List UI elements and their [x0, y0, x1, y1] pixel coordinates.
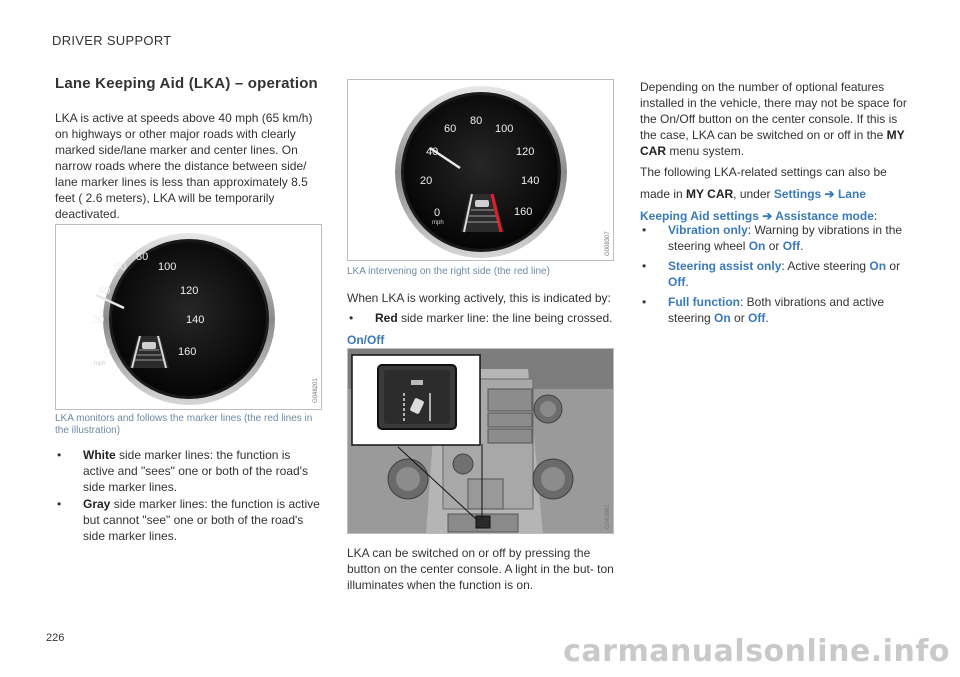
my-car-term: MY CAR — [640, 128, 905, 158]
bullet-full-function: • Full function: Both vibrations and act… — [640, 294, 910, 326]
bullet-term: White — [83, 448, 116, 462]
bullet-dot: • — [57, 448, 62, 462]
bullet-text: side marker lines: the function is activ… — [83, 448, 308, 494]
end-text: . — [685, 275, 689, 289]
figure-center-console: G043861 — [347, 348, 614, 534]
bullet-text: : Active steering — [781, 259, 870, 273]
bullet-text: : Both vibrations and active steering — [668, 295, 885, 325]
speedometer-illustration: 0 20 40 60 80 100 120 140 160 mph — [92, 233, 275, 405]
figure-code: G008307 — [605, 231, 611, 256]
gauge-label: 0 — [104, 346, 110, 358]
running-header: DRIVER SUPPORT — [52, 33, 172, 48]
bullet-red: • Red side marker line: the line being c… — [347, 310, 614, 326]
gauge-label: 40 — [426, 146, 438, 158]
gauge-label: 120 — [516, 146, 534, 158]
gauge-label: 160 — [178, 346, 196, 358]
lane-display — [129, 335, 169, 369]
gauge-label: 120 — [180, 285, 198, 297]
bullet-term: Full function — [668, 295, 740, 309]
bullet-dot: • — [642, 259, 647, 273]
page-number: 226 — [46, 632, 65, 644]
subheading-onoff: On/Off — [347, 333, 385, 347]
on-value: On — [748, 239, 766, 253]
gauge-label: 60 — [444, 123, 456, 135]
gauge-label: 60 — [114, 261, 126, 273]
gauge-label: 140 — [186, 314, 204, 326]
bullet-vibration-only: • Vibration only: Warning by vibrations … — [640, 222, 910, 254]
colon-text: : — [873, 209, 878, 223]
bullet-term: Red — [375, 311, 398, 325]
on-value: On — [869, 259, 887, 273]
off-value: Off — [782, 239, 801, 253]
gauge-label: 100 — [495, 123, 513, 135]
bullet-text: side marker line: the line being crossed… — [397, 311, 613, 325]
section-title: Lane Keeping Aid (LKA) – operation — [55, 75, 318, 92]
gauge-label: 20 — [420, 175, 432, 187]
off-value: Off — [748, 311, 766, 325]
settings-paragraph: The following LKA-related settings can a… — [640, 161, 910, 227]
or-text: or — [886, 259, 901, 273]
bullet-dot: • — [642, 295, 647, 309]
bullet-text: : Warning by vibrations in the steering … — [668, 223, 903, 253]
under-text: , under — [733, 187, 774, 201]
bullet-dot: • — [349, 311, 354, 325]
gauge-label: 0 — [434, 207, 440, 219]
bullet-dot: • — [57, 497, 62, 511]
active-indication-text: When LKA is working actively, this is in… — [347, 291, 611, 305]
menu-system-text: menu system. — [666, 144, 745, 158]
bullet-white: • White side marker lines: the function … — [55, 447, 322, 495]
figure-lka-monitors: 0 20 40 60 80 100 120 140 160 mph — [55, 224, 322, 410]
depending-text: Depending on the number of optional feat… — [640, 80, 907, 142]
figure-lka-intervening: 0 20 40 60 80 100 120 140 160 mph — [347, 79, 614, 261]
bullet-dot: • — [642, 223, 647, 237]
bullet-text: side marker lines: the function is activ… — [83, 497, 320, 543]
gauge-label: 40 — [98, 285, 110, 297]
depending-paragraph: Depending on the number of optional feat… — [640, 79, 910, 159]
figure-code: G043861 — [605, 504, 611, 529]
intro-paragraph: LKA is active at speeds above 40 mph (65… — [55, 111, 313, 221]
bullet-term: Vibration only — [668, 223, 748, 237]
or-text: or — [765, 239, 783, 253]
my-car-term: MY CAR — [686, 187, 734, 201]
end-text: . — [800, 239, 804, 253]
assistance-mode-menu-item: Assistance mode — [775, 209, 874, 223]
settings-menu-item: Settings — [773, 187, 822, 201]
figure-caption: LKA monitors and follows the marker line… — [55, 413, 313, 436]
onoff-paragraph: LKA can be switched on or off by pressin… — [347, 546, 614, 592]
arrow-right-icon: ➔ — [758, 209, 776, 223]
watermark: carmanualsonline.info — [563, 634, 950, 669]
gauge-label: 80 — [470, 115, 482, 127]
or-text: or — [730, 311, 749, 325]
gauge-label: 20 — [92, 314, 104, 326]
end-text: . — [765, 311, 769, 325]
off-value: Off — [668, 275, 686, 289]
bullet-term: Steering assist only — [668, 259, 782, 273]
following-text: The following LKA-related settings can a… — [640, 165, 887, 201]
gauge-label: 100 — [158, 261, 176, 273]
figure-caption: LKA intervening on the right side (the r… — [347, 266, 550, 277]
lane-display — [461, 193, 504, 233]
bullet-gray: • Gray side marker lines: the function i… — [55, 496, 322, 544]
speedometer-illustration: 0 20 40 60 80 100 120 140 160 mph — [395, 86, 567, 258]
gauge-label: 80 — [136, 251, 148, 263]
arrow-right-icon: ➔ — [821, 187, 838, 201]
on-value: On — [714, 311, 731, 325]
gauge-label: 140 — [521, 175, 539, 187]
gauge-label: 160 — [514, 206, 532, 218]
bullet-term: Gray — [83, 497, 111, 511]
figure-code: G048201 — [313, 378, 319, 403]
lane-keeping-menu-item: Lane Keeping Aid settings — [640, 187, 866, 223]
bullet-steering-assist-only: • Steering assist only: Active steering … — [640, 258, 910, 290]
gauge-unit: mph — [94, 361, 106, 367]
center-console-illustration — [348, 349, 613, 533]
gauge-unit: mph — [432, 220, 444, 226]
